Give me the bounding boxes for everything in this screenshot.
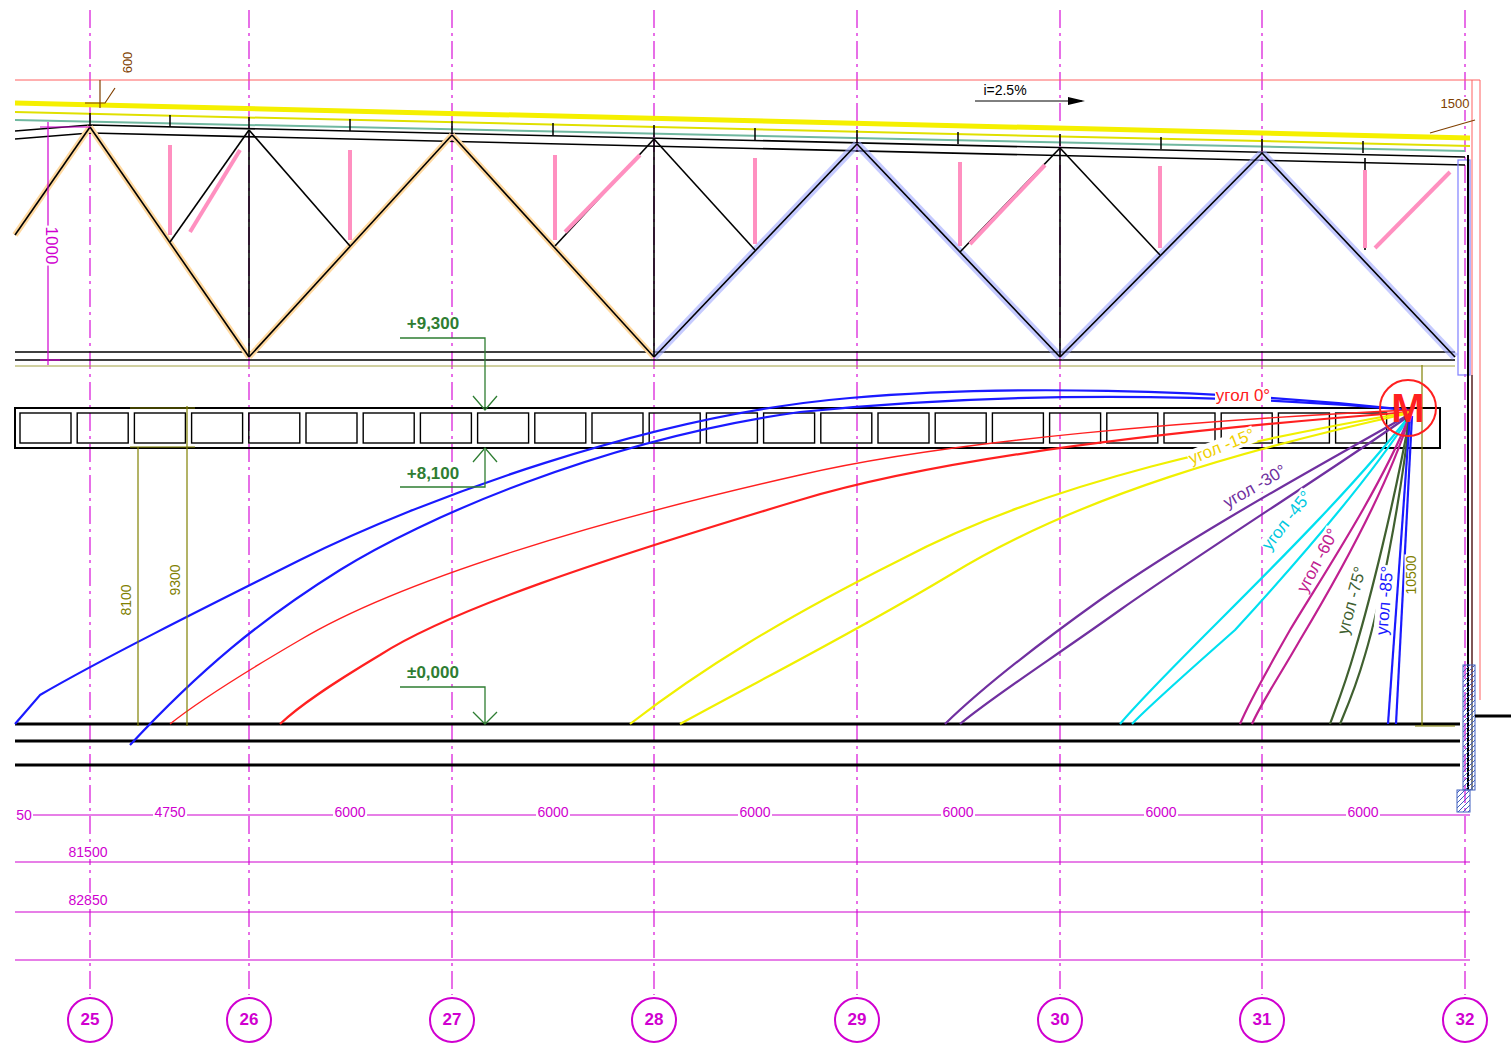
beam-cell: [935, 413, 986, 443]
axis-bubble: 27: [429, 997, 475, 1043]
beam-cell: [535, 413, 586, 443]
axis-number: 30: [1051, 1010, 1070, 1030]
axis-number: 26: [240, 1010, 259, 1030]
beam-cell: [764, 413, 815, 443]
dimension: 9300: [168, 563, 182, 596]
level-mark: +9,300: [406, 315, 460, 332]
angle-label: угол -85°: [1373, 564, 1396, 637]
beam-cell: [77, 413, 128, 443]
dimension: 6000: [1144, 805, 1177, 819]
beam-cell: [134, 413, 185, 443]
slope-note: i=2.5%: [982, 83, 1027, 97]
level-mark: +8,100: [406, 465, 460, 482]
axis-bubble: 25: [67, 997, 113, 1043]
dimension: 4750: [153, 805, 186, 819]
beam-cell: [192, 413, 243, 443]
dimension: 6000: [738, 805, 771, 819]
axis-number: 28: [645, 1010, 664, 1030]
angle-label: угол 0°: [1215, 387, 1271, 404]
beam-cell: [20, 413, 71, 443]
axis-number: 25: [81, 1010, 100, 1030]
beam-cell: [306, 413, 357, 443]
dimension: 1000: [43, 225, 60, 265]
beam-cell: [363, 413, 414, 443]
axis-number: 31: [1253, 1010, 1272, 1030]
dimension: 82850: [68, 893, 109, 907]
dimension: 8100: [119, 583, 133, 616]
axis-number: 27: [443, 1010, 462, 1030]
beam-cell: [1050, 413, 1101, 443]
nozzle-circle: M: [1379, 379, 1437, 437]
dimension: 1500: [1440, 97, 1471, 110]
dimension: 6000: [1346, 805, 1379, 819]
beam-cell: [478, 413, 529, 443]
dimension: 50: [15, 808, 33, 822]
angle-label: угол -75°: [1335, 563, 1370, 636]
level-mark: ±0,000: [406, 664, 460, 681]
axis-number: 29: [848, 1010, 867, 1030]
dimension: 81500: [68, 845, 109, 859]
dimension: 6000: [536, 805, 569, 819]
axis-bubble: 32: [1442, 997, 1488, 1043]
dimension: 6000: [941, 805, 974, 819]
beam-cell: [420, 413, 471, 443]
beam-cell: [592, 413, 643, 443]
beam-cell: [821, 413, 872, 443]
axis-number: 32: [1456, 1010, 1475, 1030]
dimension: 600: [121, 50, 134, 74]
beam-cell: [1164, 413, 1215, 443]
axis-bubble: 29: [834, 997, 880, 1043]
beam-cell: [249, 413, 300, 443]
axis-bubble: 28: [631, 997, 677, 1043]
axis-bubble: 26: [226, 997, 272, 1043]
axis-bubble: 30: [1037, 997, 1083, 1043]
dimension: 10500: [1404, 555, 1418, 596]
nozzle-mark: M: [1391, 386, 1424, 431]
axis-bubble: 31: [1239, 997, 1285, 1043]
beam-cell: [878, 413, 929, 443]
dimension: 6000: [333, 805, 366, 819]
